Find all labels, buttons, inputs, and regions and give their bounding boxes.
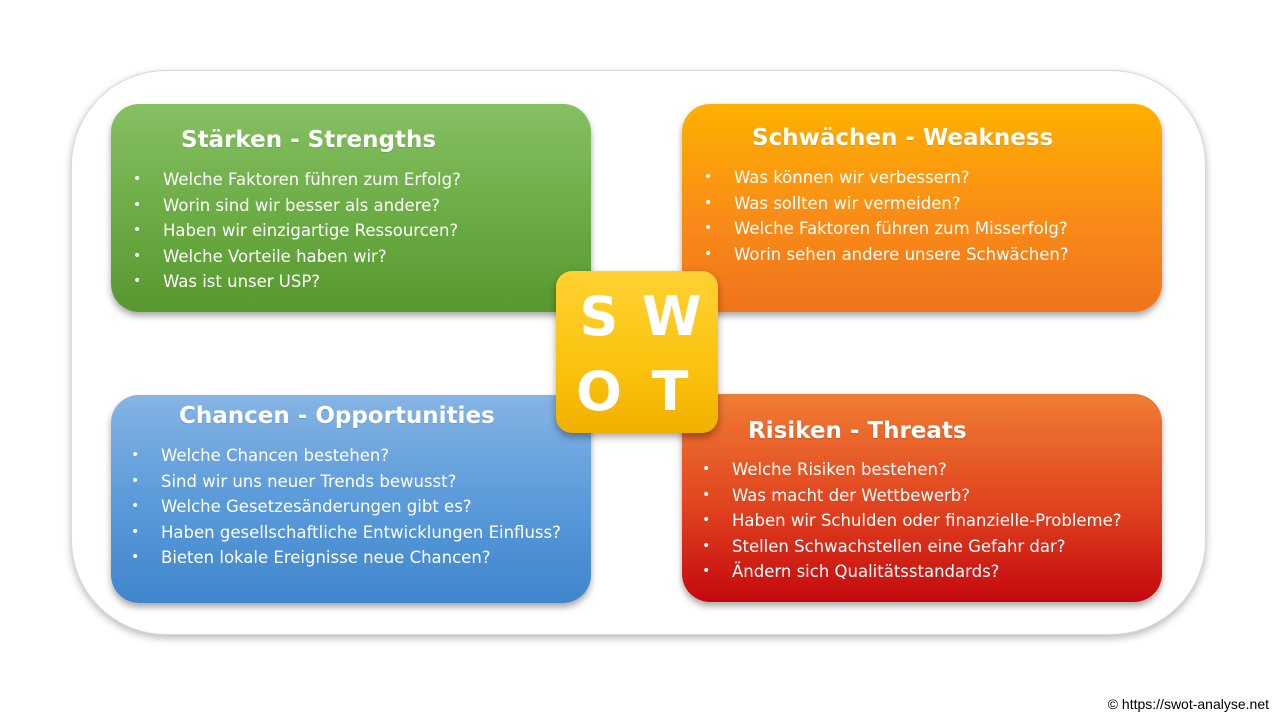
threats-title: Risiken - Threats: [748, 418, 967, 444]
weakness-title: Schwächen - Weakness: [752, 125, 1054, 151]
bullet-icon: •: [133, 222, 142, 238]
weakness-box: Schwächen - Weakness • Was können wir ver…: [682, 104, 1162, 312]
list-item-text: Haben wir einzigartige Ressourcen?: [163, 221, 459, 240]
opportunities-box: Chancen - Opportunities • Welche Chancen …: [111, 395, 591, 603]
list-item-text: Bieten lokale Ereignisse neue Chancen?: [161, 548, 491, 567]
list-item-text: Ändern sich Qualitätsstandards?: [732, 562, 1000, 581]
list-item-text: Welche Faktoren führen zum Misserfolg?: [734, 219, 1068, 238]
list-item-text: Welche Chancen bestehen?: [161, 446, 390, 465]
list-item-text: Stellen Schwachstellen eine Gefahr dar?: [732, 536, 1066, 556]
bullet-icon: •: [702, 512, 711, 528]
opportunities-title: Chancen - Opportunities: [179, 403, 495, 429]
list-item-text: Was sollten wir vermeiden?: [734, 193, 961, 213]
copyright-notice: © https://swot-analyse.net: [1107, 696, 1269, 712]
bullet-icon: •: [131, 447, 140, 463]
list-item-text: Welche Gesetzesänderungen gibt es?: [161, 497, 472, 516]
list-item-text: Worin sind wir besser als andere?: [163, 195, 441, 215]
bullet-icon: •: [702, 563, 711, 579]
swot-letter-w: W: [642, 285, 702, 348]
bullet-icon: •: [131, 472, 140, 489]
list-item-text: Was macht der Wettbewerb?: [732, 485, 971, 505]
swot-letter-o: O: [576, 360, 622, 423]
bullet-icon: •: [704, 245, 713, 262]
bullet-icon: •: [133, 196, 142, 213]
bullet-icon: •: [704, 220, 713, 236]
list-item-text: Sind wir uns neuer Trends bewusst?: [161, 471, 457, 491]
bullet-icon: •: [131, 498, 140, 514]
bullet-icon: •: [133, 273, 142, 289]
bullet-icon: •: [702, 461, 711, 477]
swot-letter-s: S: [579, 285, 619, 348]
bullet-icon: •: [704, 194, 713, 211]
bullet-icon: •: [704, 169, 713, 185]
threats-box: Risiken - Threats • Welche Risiken besteh…: [682, 394, 1162, 602]
list-item-text: Haben gesellschaftliche Entwicklungen Ei…: [161, 522, 561, 542]
strengths-box: Stärken - Strengths • Welche Faktoren füh…: [111, 104, 591, 312]
bullet-icon: •: [131, 523, 140, 540]
swot-letter-t: T: [651, 360, 689, 423]
list-item-text: Haben wir Schulden oder finanzielle-Prob…: [732, 511, 1122, 530]
list-item-text: Was ist unser USP?: [163, 272, 321, 291]
list-item-text: Worin sehen andere unsere Schwächen?: [734, 244, 1069, 264]
list-item-text: Was können wir verbessern?: [734, 168, 970, 187]
list-item-text: Welche Vorteile haben wir?: [163, 246, 387, 266]
bullet-icon: •: [133, 247, 142, 264]
list-item-text: Welche Risiken bestehen?: [732, 460, 947, 479]
bullet-icon: •: [702, 537, 711, 554]
list-item-text: Welche Faktoren führen zum Erfolg?: [163, 170, 461, 189]
bullet-icon: •: [133, 171, 142, 187]
swot-center-tile: S W O T: [556, 271, 718, 433]
bullet-icon: •: [131, 549, 140, 565]
strengths-title: Stärken - Strengths: [181, 127, 437, 153]
bullet-icon: •: [702, 486, 711, 503]
